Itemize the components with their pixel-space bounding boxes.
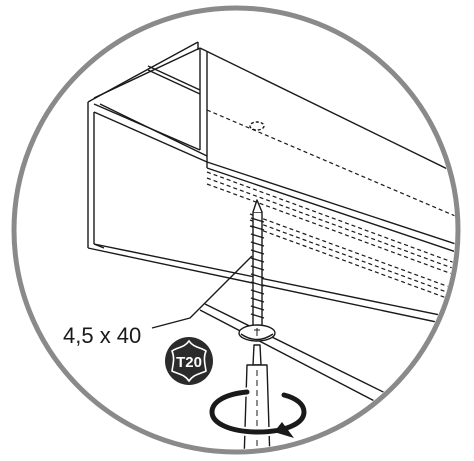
torx-bit-icon: T20 [165,337,213,385]
bit-label: T20 [176,354,202,371]
leader-line [151,255,253,329]
screw-size-label: 4,5 x 40 [63,323,141,348]
screw-hole [249,121,265,131]
screw [238,199,276,342]
frame-ring [11,5,461,455]
hidden-edges [206,109,455,309]
clockwise-rotation-arrow-icon [207,387,309,438]
